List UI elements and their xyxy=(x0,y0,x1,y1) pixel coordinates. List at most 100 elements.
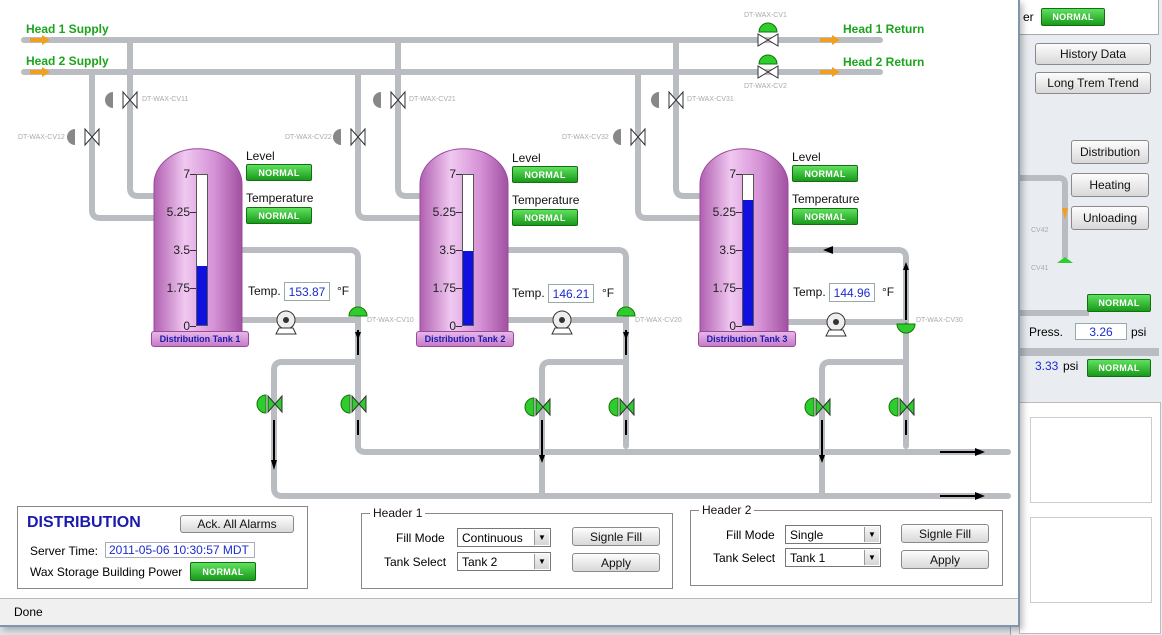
tank-3-temperature-label: Temperature xyxy=(792,192,860,206)
header1-tank-select-label: Tank Select xyxy=(384,555,447,569)
press-unit: psi xyxy=(1131,325,1147,339)
tank-1-name-plate[interactable]: Distribution Tank 1 xyxy=(151,331,249,347)
history-data-button[interactable]: History Data xyxy=(1035,43,1151,65)
press2-unit: psi xyxy=(1063,359,1079,373)
tank-3-level-badge[interactable]: NORMAL xyxy=(792,165,858,182)
bg-status-badge-3: NORMAL xyxy=(1087,359,1151,377)
long-term-trend-button[interactable]: Long Trem Trend xyxy=(1035,72,1151,94)
header1-legend: Header 1 xyxy=(370,506,426,520)
main-window: Head 1 Supply Head 2 Supply Head 1 Retur… xyxy=(0,0,1020,627)
valve-tag-cv21: DT-WAX-CV21 xyxy=(409,96,456,103)
valve-tag-cv1: DT-WAX-CV1 xyxy=(744,12,787,19)
power-label: Wax Storage Building Power xyxy=(30,565,183,579)
status-bar: Done xyxy=(0,598,1018,625)
unloading-nav-button[interactable]: Unloading xyxy=(1071,206,1149,230)
level-tick-label: 5.25 xyxy=(166,205,190,219)
chevron-down-icon[interactable]: ▼ xyxy=(864,550,879,565)
bg-pipe-fragment xyxy=(1019,175,1089,316)
tank-2-temperature-label: Temperature xyxy=(512,193,580,207)
level-tick-label: 0 xyxy=(729,319,736,333)
ack-all-alarms-button[interactable]: Ack. All Alarms xyxy=(180,515,294,533)
tank-2-level-label: Level xyxy=(512,151,541,165)
press-value-field: 3.26 xyxy=(1075,323,1127,340)
header1-apply-button[interactable]: Apply xyxy=(572,553,660,572)
distribution-nav-button[interactable]: Distribution xyxy=(1071,140,1149,164)
level-tick-label: 7 xyxy=(449,167,456,181)
level-tick-label: 0 xyxy=(183,319,190,333)
header2-tank-select[interactable]: Tank 1 ▼ xyxy=(785,548,881,567)
pumps xyxy=(275,310,847,337)
server-time-label: Server Time: xyxy=(30,544,99,558)
header1-fill-mode-label: Fill Mode xyxy=(396,531,445,545)
head1-supply-label: Head 1 Supply xyxy=(26,22,109,36)
level-tick xyxy=(190,174,196,175)
tank-2-name-plate[interactable]: Distribution Tank 2 xyxy=(416,331,514,347)
level-tick xyxy=(736,212,742,213)
header-valves xyxy=(757,22,779,79)
header1-tank-select[interactable]: Tank 2 ▼ xyxy=(457,552,551,571)
heating-nav-button[interactable]: Heating xyxy=(1071,173,1149,197)
tank-2-temp-value: 146.21 xyxy=(548,284,594,303)
head1-return-label: Head 1 Return xyxy=(843,22,925,36)
header1-tank-select-value: Tank 2 xyxy=(462,554,498,569)
valve-tag-cv30: DT-WAX-CV30 xyxy=(916,317,963,324)
press-label: Press. xyxy=(1029,325,1064,339)
tank-1-temperature-badge[interactable]: NORMAL xyxy=(246,207,312,224)
tank-1-temp-unit: °F xyxy=(337,284,350,298)
head2-supply-label: Head 2 Supply xyxy=(26,54,109,68)
header1-fill-mode-select[interactable]: Continuous▼ xyxy=(457,528,551,547)
tank-3-temp-value: 144.96 xyxy=(829,283,875,302)
level-tick xyxy=(456,326,462,327)
chevron-down-icon[interactable]: ▼ xyxy=(534,554,549,569)
bg-lower-panel xyxy=(1019,402,1161,634)
header1-single-fill-button[interactable]: Signle Fill xyxy=(572,527,660,546)
outlet-valves xyxy=(348,306,916,334)
header2-fill-mode-select[interactable]: Single ▼ xyxy=(785,525,881,544)
tank-2-temperature-badge[interactable]: NORMAL xyxy=(512,209,578,226)
chevron-down-icon[interactable]: ▼ xyxy=(534,530,549,545)
header-flow-arrows xyxy=(30,35,840,77)
valve-tag-cv31: DT-WAX-CV31 xyxy=(687,96,734,103)
bg-status-fragment: er xyxy=(1023,10,1034,24)
tank-3-temperature-badge[interactable]: NORMAL xyxy=(792,208,858,225)
valve-tag-cv11: DT-WAX-CV11 xyxy=(142,96,189,103)
bg-lower-box-1 xyxy=(1030,417,1152,503)
level-tick xyxy=(190,288,196,289)
level-tick xyxy=(190,250,196,251)
level-tick xyxy=(736,288,742,289)
level-tick-label: 3.5 xyxy=(719,243,736,257)
lower-valves xyxy=(256,394,915,417)
level-bar xyxy=(462,174,474,326)
tank-3-level-label: Level xyxy=(792,150,821,164)
level-tick xyxy=(190,212,196,213)
bg-divider xyxy=(1019,348,1159,356)
power-status-badge[interactable]: NORMAL xyxy=(190,562,256,581)
tank-1-level-label: Level xyxy=(246,149,275,163)
level-tick-label: 5.25 xyxy=(712,205,736,219)
header2-tank-select-value: Tank 1 xyxy=(790,550,826,565)
valve-tag-cv2: DT-WAX-CV2 xyxy=(744,83,787,90)
header2-single-fill-button[interactable]: Signle Fill xyxy=(901,524,989,543)
bg-valve-label-cv42: CV42 xyxy=(1031,227,1049,234)
level-bar xyxy=(196,174,208,326)
background-window: er NORMAL History Data Long Trem Trend D… xyxy=(1010,0,1162,635)
tank-1-temp-field-label: Temp. xyxy=(248,284,281,298)
tank-1-temp-value: 153.87 xyxy=(284,282,330,301)
valve-tag-cv12: DT-WAX-CV12 xyxy=(18,134,65,141)
tank-1-level-badge[interactable]: NORMAL xyxy=(246,164,312,181)
bg-top-status-badge: NORMAL xyxy=(1041,8,1105,26)
bg-lower-box-2 xyxy=(1030,517,1152,603)
tank-3-temp-unit: °F xyxy=(882,285,895,299)
level-fill xyxy=(197,266,207,325)
header2-legend: Header 2 xyxy=(699,503,755,517)
server-time-value: 2011-05-06 10:30:57 MDT xyxy=(105,542,255,558)
header2-panel: Header 2 Fill Mode Single▼ Tank Select T… xyxy=(690,503,1003,586)
tank-2-level-badge[interactable]: NORMAL xyxy=(512,166,578,183)
chevron-down-icon[interactable]: ▼ xyxy=(864,527,879,542)
tank-3-name-plate[interactable]: Distribution Tank 3 xyxy=(698,331,796,347)
header2-fill-mode-value: Single xyxy=(790,527,824,542)
level-tick xyxy=(456,174,462,175)
header2-apply-button[interactable]: Apply xyxy=(901,550,989,569)
